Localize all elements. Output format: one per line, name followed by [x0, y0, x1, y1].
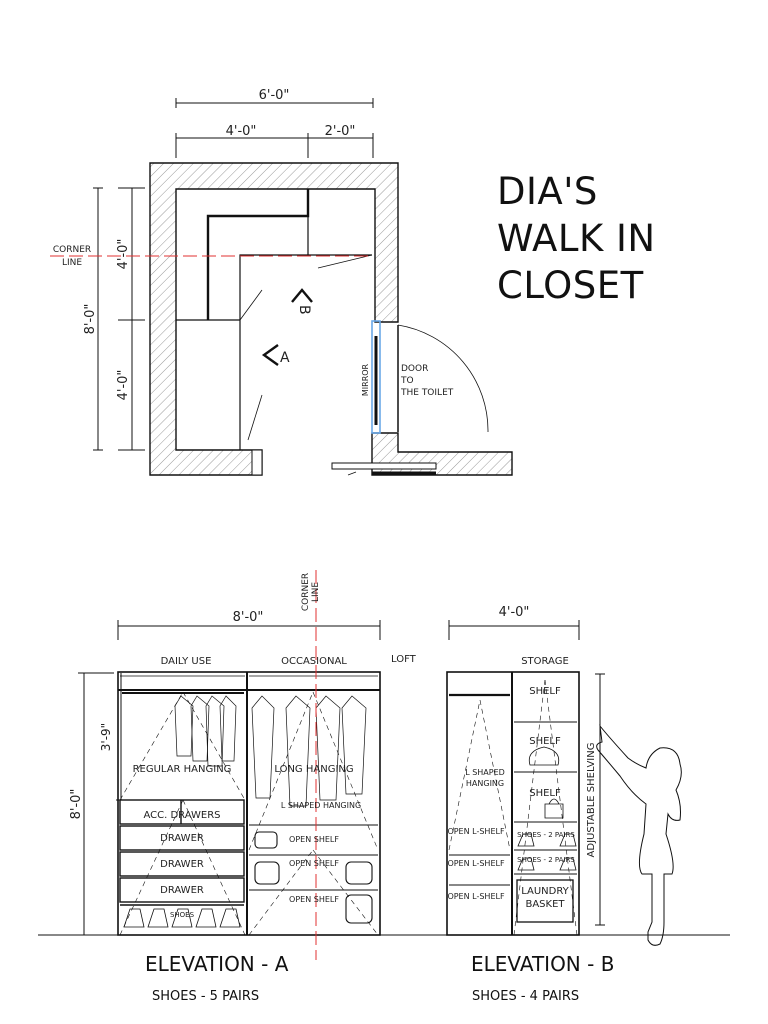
- elevation-b: [446, 620, 682, 946]
- shelf-2-label: SHELF: [529, 736, 561, 747]
- zone-occasional: OCCASIONAL: [281, 656, 347, 667]
- plan-dimensions: [93, 98, 374, 451]
- open-shelf-3-label: OPEN SHELF: [289, 895, 339, 904]
- open-l-shelf-3: OPEN L-SHELF: [447, 892, 505, 901]
- title-line-2: WALK IN: [497, 217, 656, 260]
- l-shaped-b-1: L SHAPED: [465, 768, 505, 777]
- shoe-rows-b: [517, 833, 577, 871]
- elev-a-dim-height: 8'-0": [69, 789, 84, 820]
- elev-b-dim-width: 4'-0": [499, 605, 530, 620]
- floor-plan: [50, 98, 513, 476]
- plan-corner-label-2: LINE: [62, 258, 82, 268]
- elevation-a-dimensions: [78, 620, 381, 936]
- shoes-row-label: SHOES: [170, 911, 195, 919]
- laundry-label-2: BASKET: [525, 899, 565, 910]
- elevation-a-shoes-count: SHOES - 5 PAIRS: [152, 989, 260, 1004]
- l-shaped-b-2: HANGING: [466, 779, 504, 788]
- clothes-long: [251, 695, 367, 807]
- plan-wall-stub: [251, 449, 263, 476]
- door-label-2: TO: [400, 376, 414, 386]
- sliding-panel: [331, 462, 437, 470]
- shoes-row-b-2: SHOES - 2 PAIRS: [517, 856, 575, 864]
- handbag-2: [544, 798, 564, 819]
- open-l-shelf-1: OPEN L-SHELF: [447, 827, 505, 836]
- plan-corner-label-1: CORNER: [53, 245, 91, 255]
- adjustable-shelving-label: ADJUSTABLE SHELVING: [586, 743, 597, 858]
- elevation-b-caption: ELEVATION - B: [471, 952, 615, 976]
- elevation-a: [38, 570, 730, 960]
- zone-storage: STORAGE: [521, 656, 569, 667]
- drawer-stack: [119, 799, 245, 906]
- regular-hanging-label: REGULAR HANGING: [133, 764, 232, 775]
- plan-dim-left-width: 4'-0": [226, 124, 257, 139]
- shoes-row-b-1: SHOES - 2 PAIRS: [517, 831, 575, 839]
- section-marker-b: [291, 288, 313, 303]
- title-line-3: CLOSET: [497, 264, 644, 307]
- plan-left-unit: [239, 254, 372, 320]
- elev-corner-label-1: CORNER: [301, 573, 311, 611]
- door-label-1: DOOR: [401, 364, 428, 374]
- l-shaped-hanging-label: L SHAPED HANGING: [281, 801, 361, 810]
- drawer-2-label: DRAWER: [160, 859, 204, 870]
- open-shelf-1-label: OPEN SHELF: [289, 835, 339, 844]
- elevation-a-caption: ELEVATION - A: [145, 952, 289, 976]
- open-shelf-2-label: OPEN SHELF: [289, 859, 339, 868]
- plan-dim-total-width: 6'-0": [259, 88, 290, 103]
- zone-daily-use: DAILY USE: [161, 656, 212, 667]
- laundry-basket: [516, 879, 574, 923]
- section-marker-a: [261, 344, 279, 366]
- clothes-regular: [174, 695, 237, 767]
- open-l-shelf-2: OPEN L-SHELF: [447, 859, 505, 868]
- plan-marker-a-label: A: [280, 350, 290, 366]
- laundry-label-1: LAUNDRY: [521, 886, 569, 897]
- elev-a-dim-hanging: 3'-9": [99, 723, 113, 751]
- drawer-3-label: DRAWER: [160, 885, 204, 896]
- plan-dim-upper-height: 4'-0": [116, 239, 131, 270]
- title-line-1: DIA'S: [497, 170, 598, 213]
- door-label-3: THE TOILET: [400, 388, 454, 398]
- handbag-1: [528, 746, 560, 766]
- plan-dim-lower-height: 4'-0": [116, 370, 131, 401]
- long-hanging-label: LONG HANGING: [274, 764, 353, 775]
- plan-marker-b-label: B: [296, 305, 312, 315]
- loft-label: LOFT: [391, 654, 417, 665]
- drawer-1-label: DRAWER: [160, 833, 204, 844]
- plan-dim-total-height: 8'-0": [83, 304, 98, 335]
- person-silhouette: [596, 724, 682, 946]
- shelf-1-label: SHELF: [529, 686, 561, 697]
- open-shelves-a: [249, 824, 378, 924]
- mirror-label: MIRROR: [361, 363, 370, 396]
- door-swing: [397, 324, 489, 433]
- door-frame: [371, 320, 381, 434]
- elev-corner-label-2: LINE: [311, 582, 321, 602]
- plan-dim-right-width: 2'-0": [325, 124, 356, 139]
- plan-wall-outer: [149, 162, 399, 476]
- elev-a-dim-width: 8'-0": [233, 610, 264, 625]
- elevation-b-shoes-count: SHOES - 4 PAIRS: [472, 989, 580, 1004]
- acc-drawers-label: ACC. DRAWERS: [143, 810, 220, 821]
- shelf-3-label: SHELF: [529, 788, 561, 799]
- shoe-row-a: [123, 908, 241, 928]
